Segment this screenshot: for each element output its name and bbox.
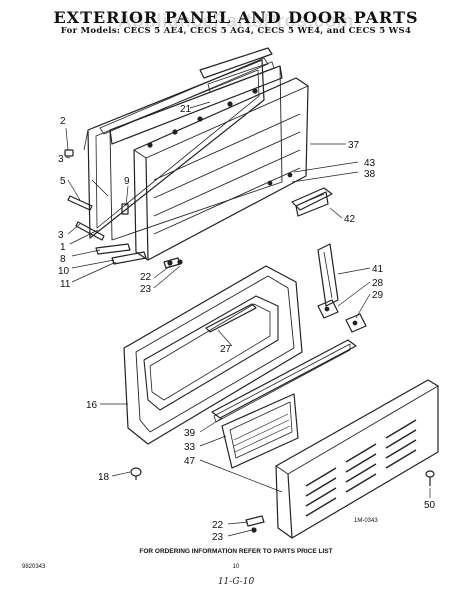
page-title: EXTERIOR PANEL AND DOOR PARTS xyxy=(53,8,419,27)
document-number: 9820343 xyxy=(22,564,46,570)
handwritten-date: 11-G-10 xyxy=(218,577,255,587)
callout-labels: 2 3 5 3 1 8 10 11 9 21 37 43 38 42 22 23… xyxy=(58,104,436,543)
callout-10: 10 xyxy=(58,266,70,277)
screws-lower xyxy=(245,515,265,533)
door-hinges xyxy=(317,243,367,333)
callout-37: 37 xyxy=(348,140,360,151)
callout-3a: 3 xyxy=(58,154,64,165)
door-handle-bar xyxy=(205,303,257,333)
callout-8: 8 xyxy=(60,254,66,265)
callout-38: 38 xyxy=(364,169,376,180)
callout-21: 21 xyxy=(180,104,192,115)
callout-42: 42 xyxy=(344,214,356,225)
callout-11: 11 xyxy=(60,279,71,290)
callout-33: 33 xyxy=(184,442,196,453)
panel-frame xyxy=(83,57,269,239)
callout-18: 18 xyxy=(98,472,110,483)
door-bottom-trim xyxy=(211,339,357,423)
callout-23a: 23 xyxy=(140,284,152,295)
callout-1: 1 xyxy=(60,242,66,253)
hinge-hardware xyxy=(64,149,147,265)
kick-panel xyxy=(275,379,439,539)
vent-filter xyxy=(221,393,299,469)
callout-39: 39 xyxy=(184,428,196,439)
leader-lines xyxy=(65,101,431,537)
callout-47: 47 xyxy=(184,456,196,467)
callout-22b: 22 xyxy=(212,520,224,531)
foot-glide xyxy=(130,467,142,480)
callout-50: 50 xyxy=(424,500,436,511)
callout-41: 41 xyxy=(372,264,384,275)
top-trim-strip-2 xyxy=(207,61,275,93)
figure-code: 1M-0343 xyxy=(354,518,378,524)
callout-29: 29 xyxy=(372,290,384,301)
callout-3b: 3 xyxy=(58,230,64,241)
top-trim-strip xyxy=(199,47,273,79)
callout-9: 9 xyxy=(124,176,130,187)
screws-upper xyxy=(163,257,183,269)
leveling-foot xyxy=(425,470,435,486)
page-number: 10 xyxy=(233,564,240,570)
callout-16: 16 xyxy=(86,400,98,411)
callout-43: 43 xyxy=(364,158,376,169)
exterior-panel xyxy=(133,77,309,261)
door-frame xyxy=(123,265,303,445)
ordering-note: FOR ORDERING INFORMATION REFER TO PARTS … xyxy=(139,548,332,555)
callout-22a: 22 xyxy=(140,272,152,283)
models-subtitle: For Models: CECS 5 AE4, CECS 5 AG4, CECS… xyxy=(60,26,412,36)
callout-2: 2 xyxy=(60,116,66,127)
handle xyxy=(291,187,333,217)
watermark-text: AppliancePartsPros.com xyxy=(118,11,354,32)
callout-28: 28 xyxy=(372,278,384,289)
callout-5: 5 xyxy=(60,176,66,187)
callout-27: 27 xyxy=(220,344,232,355)
callout-23b: 23 xyxy=(212,532,224,543)
